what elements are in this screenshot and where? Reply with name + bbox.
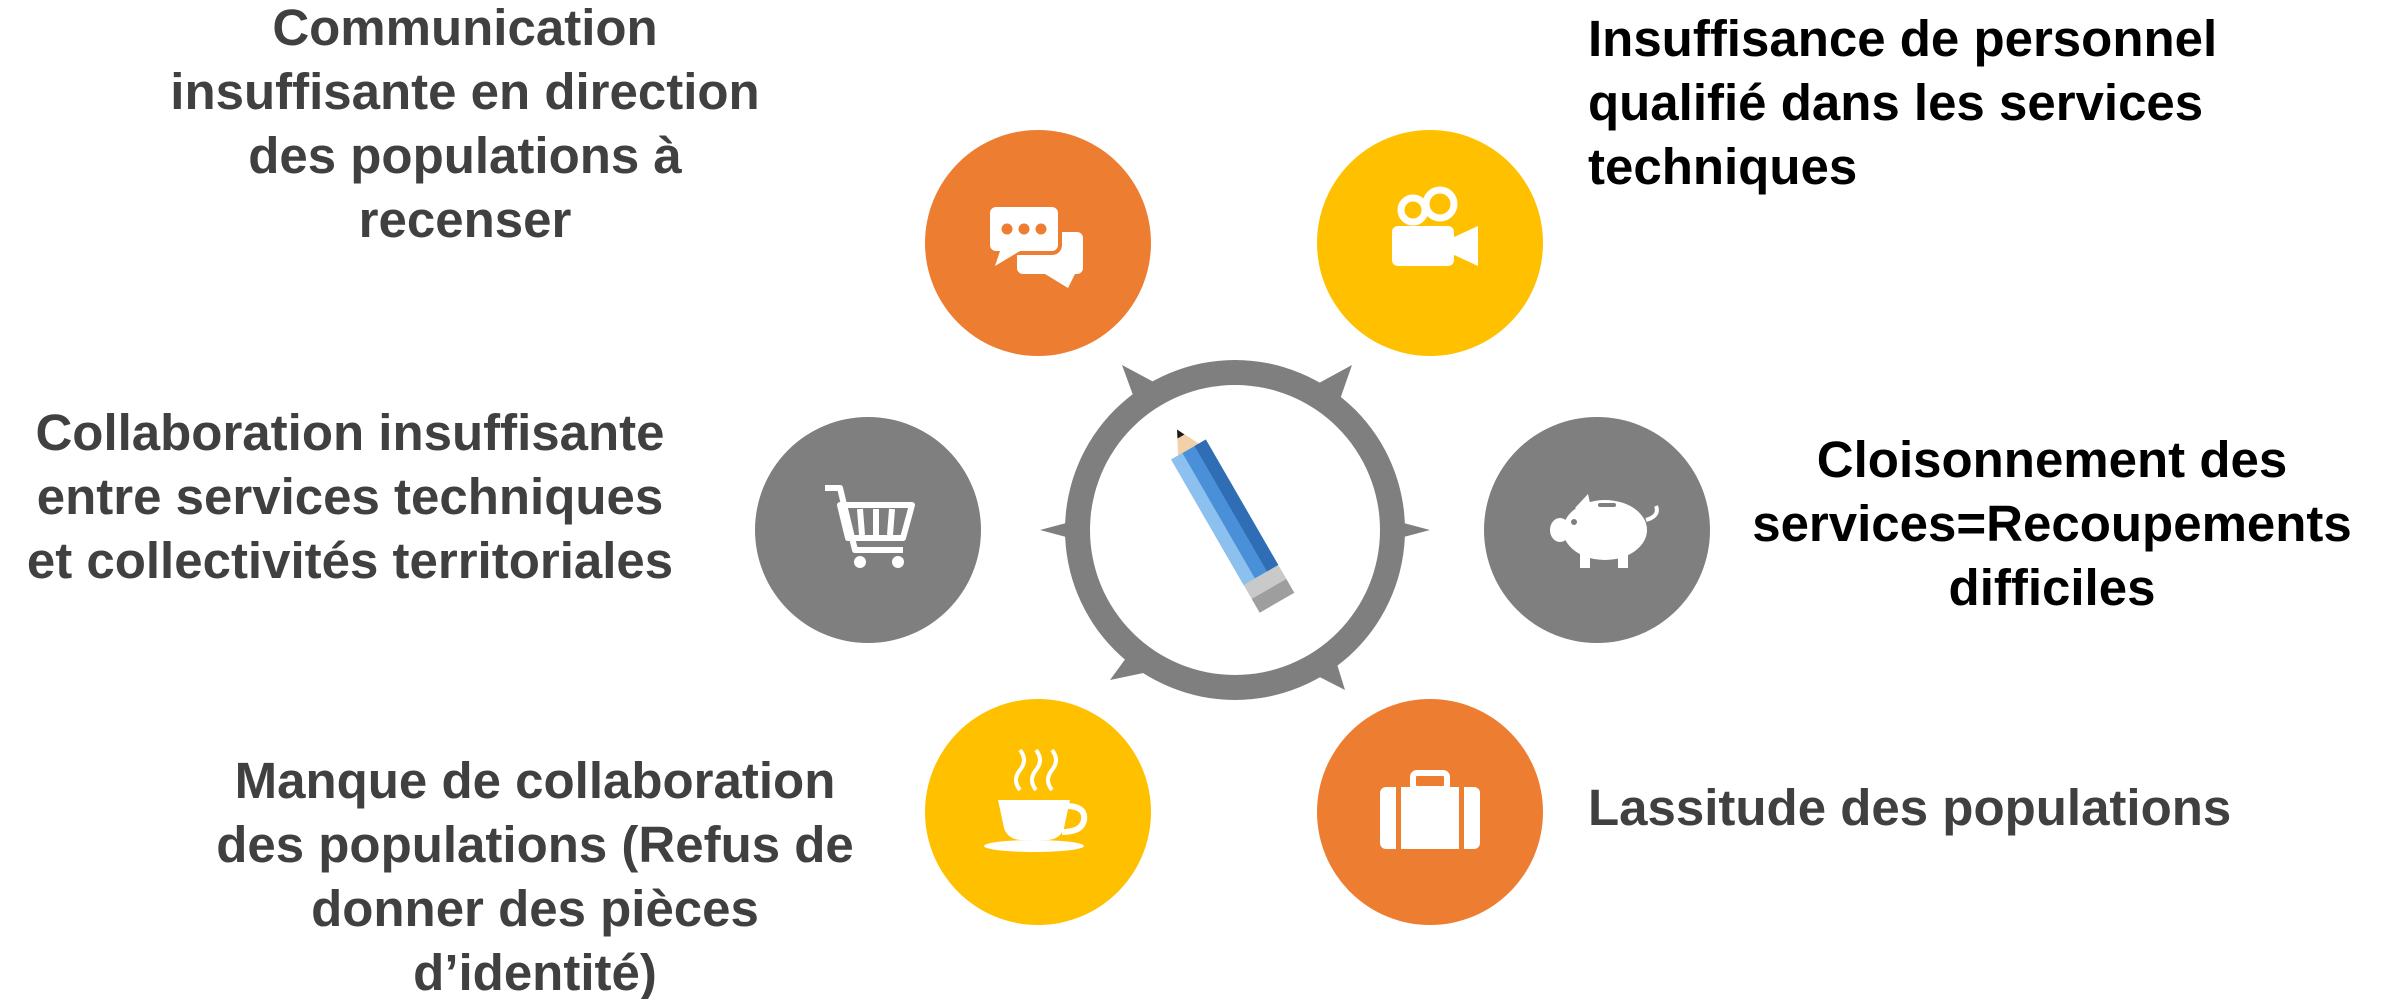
node-top-right [1317, 130, 1543, 356]
label-middle-right: Cloisonnement des services=Recoupements … [1752, 431, 2352, 616]
pencil-icon [1171, 429, 1295, 613]
video-camera-icon [1392, 186, 1478, 266]
node-bottom-left [925, 699, 1151, 925]
label-bottom-left: Manque de collaboration des populations … [216, 752, 854, 999]
node-bottom-right [1317, 699, 1543, 925]
shopping-cart-icon [825, 485, 915, 568]
node-circle-middle-left [755, 417, 981, 643]
chat-bubbles-icon [986, 203, 1087, 288]
label-bottom-right: Lassitude des populations [1588, 779, 2232, 836]
node-middle-right [1484, 417, 1710, 643]
node-top-left [925, 130, 1151, 356]
label-middle-left: Collaboration insuffisante entre service… [26, 404, 674, 589]
node-middle-left [755, 417, 981, 643]
coffee-cup-icon [984, 748, 1088, 852]
briefcase-icon [1380, 770, 1480, 849]
label-top-right: Insuffisance de personnel qualifié dans … [1588, 10, 2218, 195]
label-top-left: Communication insuffisante en direction … [170, 0, 760, 248]
piggy-bank-icon [1550, 494, 1659, 568]
